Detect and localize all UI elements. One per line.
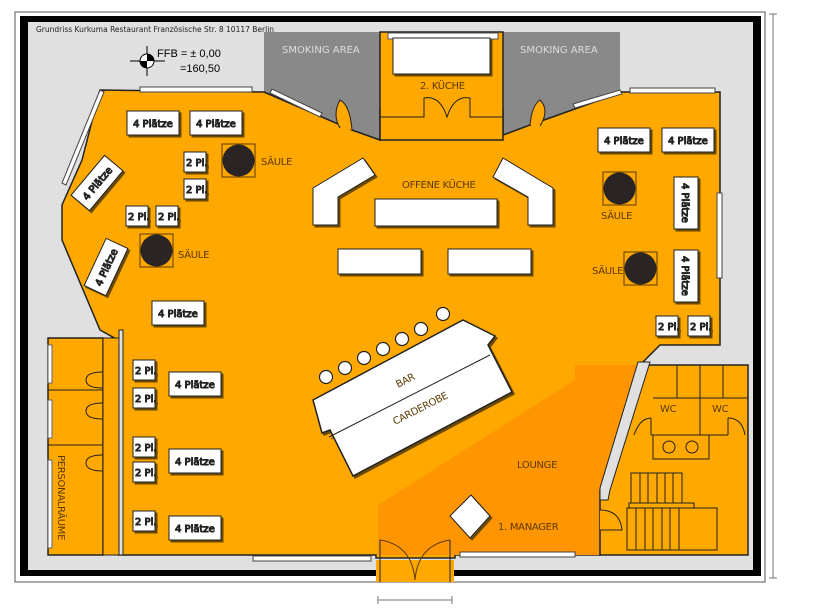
svg-text:4 Plätze: 4 Plätze	[679, 183, 690, 223]
svg-text:4 Plätze: 4 Plätze	[668, 136, 708, 147]
kitchen-2-label: 2. KÜCHE	[420, 79, 465, 92]
table-4-seats[interactable]: 4 Plätze	[151, 300, 205, 326]
windows	[61, 86, 723, 562]
table-2-seats[interactable]: 2 Pl.	[132, 359, 157, 381]
bar-stool	[318, 369, 334, 385]
svg-text:4 Plätze: 4 Plätze	[196, 119, 236, 130]
manager-desk	[449, 494, 491, 539]
svg-text:2 Pl.: 2 Pl.	[158, 212, 180, 223]
svg-text:4 Plätze: 4 Plätze	[158, 309, 198, 320]
svg-text:2 Pl.: 2 Pl.	[135, 517, 157, 528]
staff-corridor	[102, 337, 120, 556]
open-kitchen-label: OFFENE KÜCHE	[402, 178, 476, 191]
dimension-line-horizontal	[377, 596, 453, 604]
svg-text:2 Pl.: 2 Pl.	[135, 443, 157, 454]
table-4-seats[interactable]: 4 Plätze	[168, 448, 222, 474]
svg-text:2 Pl.: 2 Pl.	[128, 212, 150, 223]
pillar: SÄULE	[139, 233, 209, 268]
table-2-seats[interactable]: 2 Pl.	[655, 315, 680, 337]
svg-text:2 Pl.: 2 Pl.	[186, 185, 208, 196]
smoking-area-left	[264, 32, 380, 140]
svg-text:2 Pl.: 2 Pl.	[135, 468, 157, 479]
table-4-seats[interactable]: 4 Plätze	[597, 127, 651, 153]
staff-rooms-label: PERSONALRÄUME	[55, 455, 68, 540]
table-4-seats[interactable]: 4 Plätze	[661, 127, 715, 153]
table-2-seats[interactable]: 2 Pl.	[132, 436, 157, 458]
entrance	[376, 560, 454, 582]
wc-wall	[599, 361, 651, 501]
wc-left-label: WC	[660, 404, 677, 415]
lounge-area	[378, 365, 640, 555]
svg-text:2 Pl.: 2 Pl.	[135, 366, 157, 377]
open-kitchen-counters	[312, 157, 554, 275]
table-4-seats[interactable]: 4 Plätze	[126, 110, 180, 136]
svg-text:SÄULE: SÄULE	[178, 248, 209, 261]
plan-title: Grundriss Kurkuma Restaurant Französisch…	[36, 25, 274, 34]
smoking-area-right-label: SMOKING AREA	[520, 45, 598, 56]
wc-right-label: WC	[712, 404, 729, 415]
bar-counter	[312, 319, 514, 478]
table-4-seats[interactable]: 4 Plätze	[673, 176, 699, 230]
svg-text:4 Plätze: 4 Plätze	[175, 380, 215, 391]
svg-text:4 Plätze: 4 Plätze	[133, 119, 173, 130]
level-line-1: FFB = ± 0,00	[157, 48, 221, 60]
svg-text:2 Pl.: 2 Pl.	[658, 322, 680, 333]
table-2-seats[interactable]: 2 Pl.	[155, 205, 180, 227]
svg-text:2 Pl.: 2 Pl.	[186, 158, 208, 169]
table-4-seats[interactable]: 4 Plätze	[189, 110, 243, 136]
svg-text:SÄULE: SÄULE	[601, 209, 632, 222]
lounge-label: LOUNGE	[517, 460, 557, 471]
kitchen-doors	[380, 97, 503, 119]
bar-stool	[394, 331, 410, 347]
table-2-seats[interactable]: 2 Pl.	[183, 151, 208, 173]
table-2-seats[interactable]: 2 Pl.	[132, 387, 157, 409]
smoking-area-right	[503, 32, 620, 135]
svg-text:4 Plätze: 4 Plätze	[175, 457, 215, 468]
bar-stools	[318, 306, 451, 385]
pillar: SÄULE	[592, 251, 658, 286]
table-4-seats[interactable]: 4 Plätze	[673, 249, 699, 303]
table-2-seats[interactable]: 2 Pl.	[687, 315, 712, 337]
level-marker: FFB = ± 0,00 =160,50	[130, 46, 221, 76]
table-2-seats[interactable]: 2 Pl.	[132, 510, 157, 532]
pillar: SÄULE	[221, 143, 292, 178]
svg-text:4 Plätze: 4 Plätze	[604, 136, 644, 147]
bar-stool	[375, 341, 391, 357]
bar-stool	[337, 360, 353, 376]
table-2-seats[interactable]: 2 Pl.	[125, 205, 150, 227]
staff-rooms	[47, 337, 104, 556]
bar-stool	[413, 321, 429, 337]
svg-text:2 Pl.: 2 Pl.	[135, 394, 157, 405]
svg-text:2 Pl.: 2 Pl.	[690, 322, 712, 333]
table-4-seats[interactable]: 4 Plätze	[168, 515, 222, 541]
svg-text:4 Plätze: 4 Plätze	[175, 524, 215, 535]
table-4-seats[interactable]: 4 Plätze	[168, 371, 222, 397]
manager-label: 1. MANAGER	[498, 522, 559, 533]
dimension-line-vertical	[769, 13, 777, 579]
svg-text:SÄULE: SÄULE	[592, 264, 623, 277]
smoking-area-left-label: SMOKING AREA	[282, 45, 360, 56]
bar-stool	[356, 350, 372, 366]
entrance-doors	[379, 539, 451, 581]
table-2-seats[interactable]: 2 Pl.	[183, 178, 208, 200]
level-marker-icon	[147, 54, 154, 61]
bar-stool	[435, 306, 451, 322]
table-2-seats[interactable]: 2 Pl.	[132, 461, 157, 483]
kitchen-counter	[392, 37, 491, 75]
svg-text:SÄULE: SÄULE	[261, 155, 292, 168]
level-line-2: =160,50	[180, 63, 220, 75]
svg-text:4 Plätze: 4 Plätze	[679, 256, 690, 296]
pillar: SÄULE	[601, 171, 637, 222]
